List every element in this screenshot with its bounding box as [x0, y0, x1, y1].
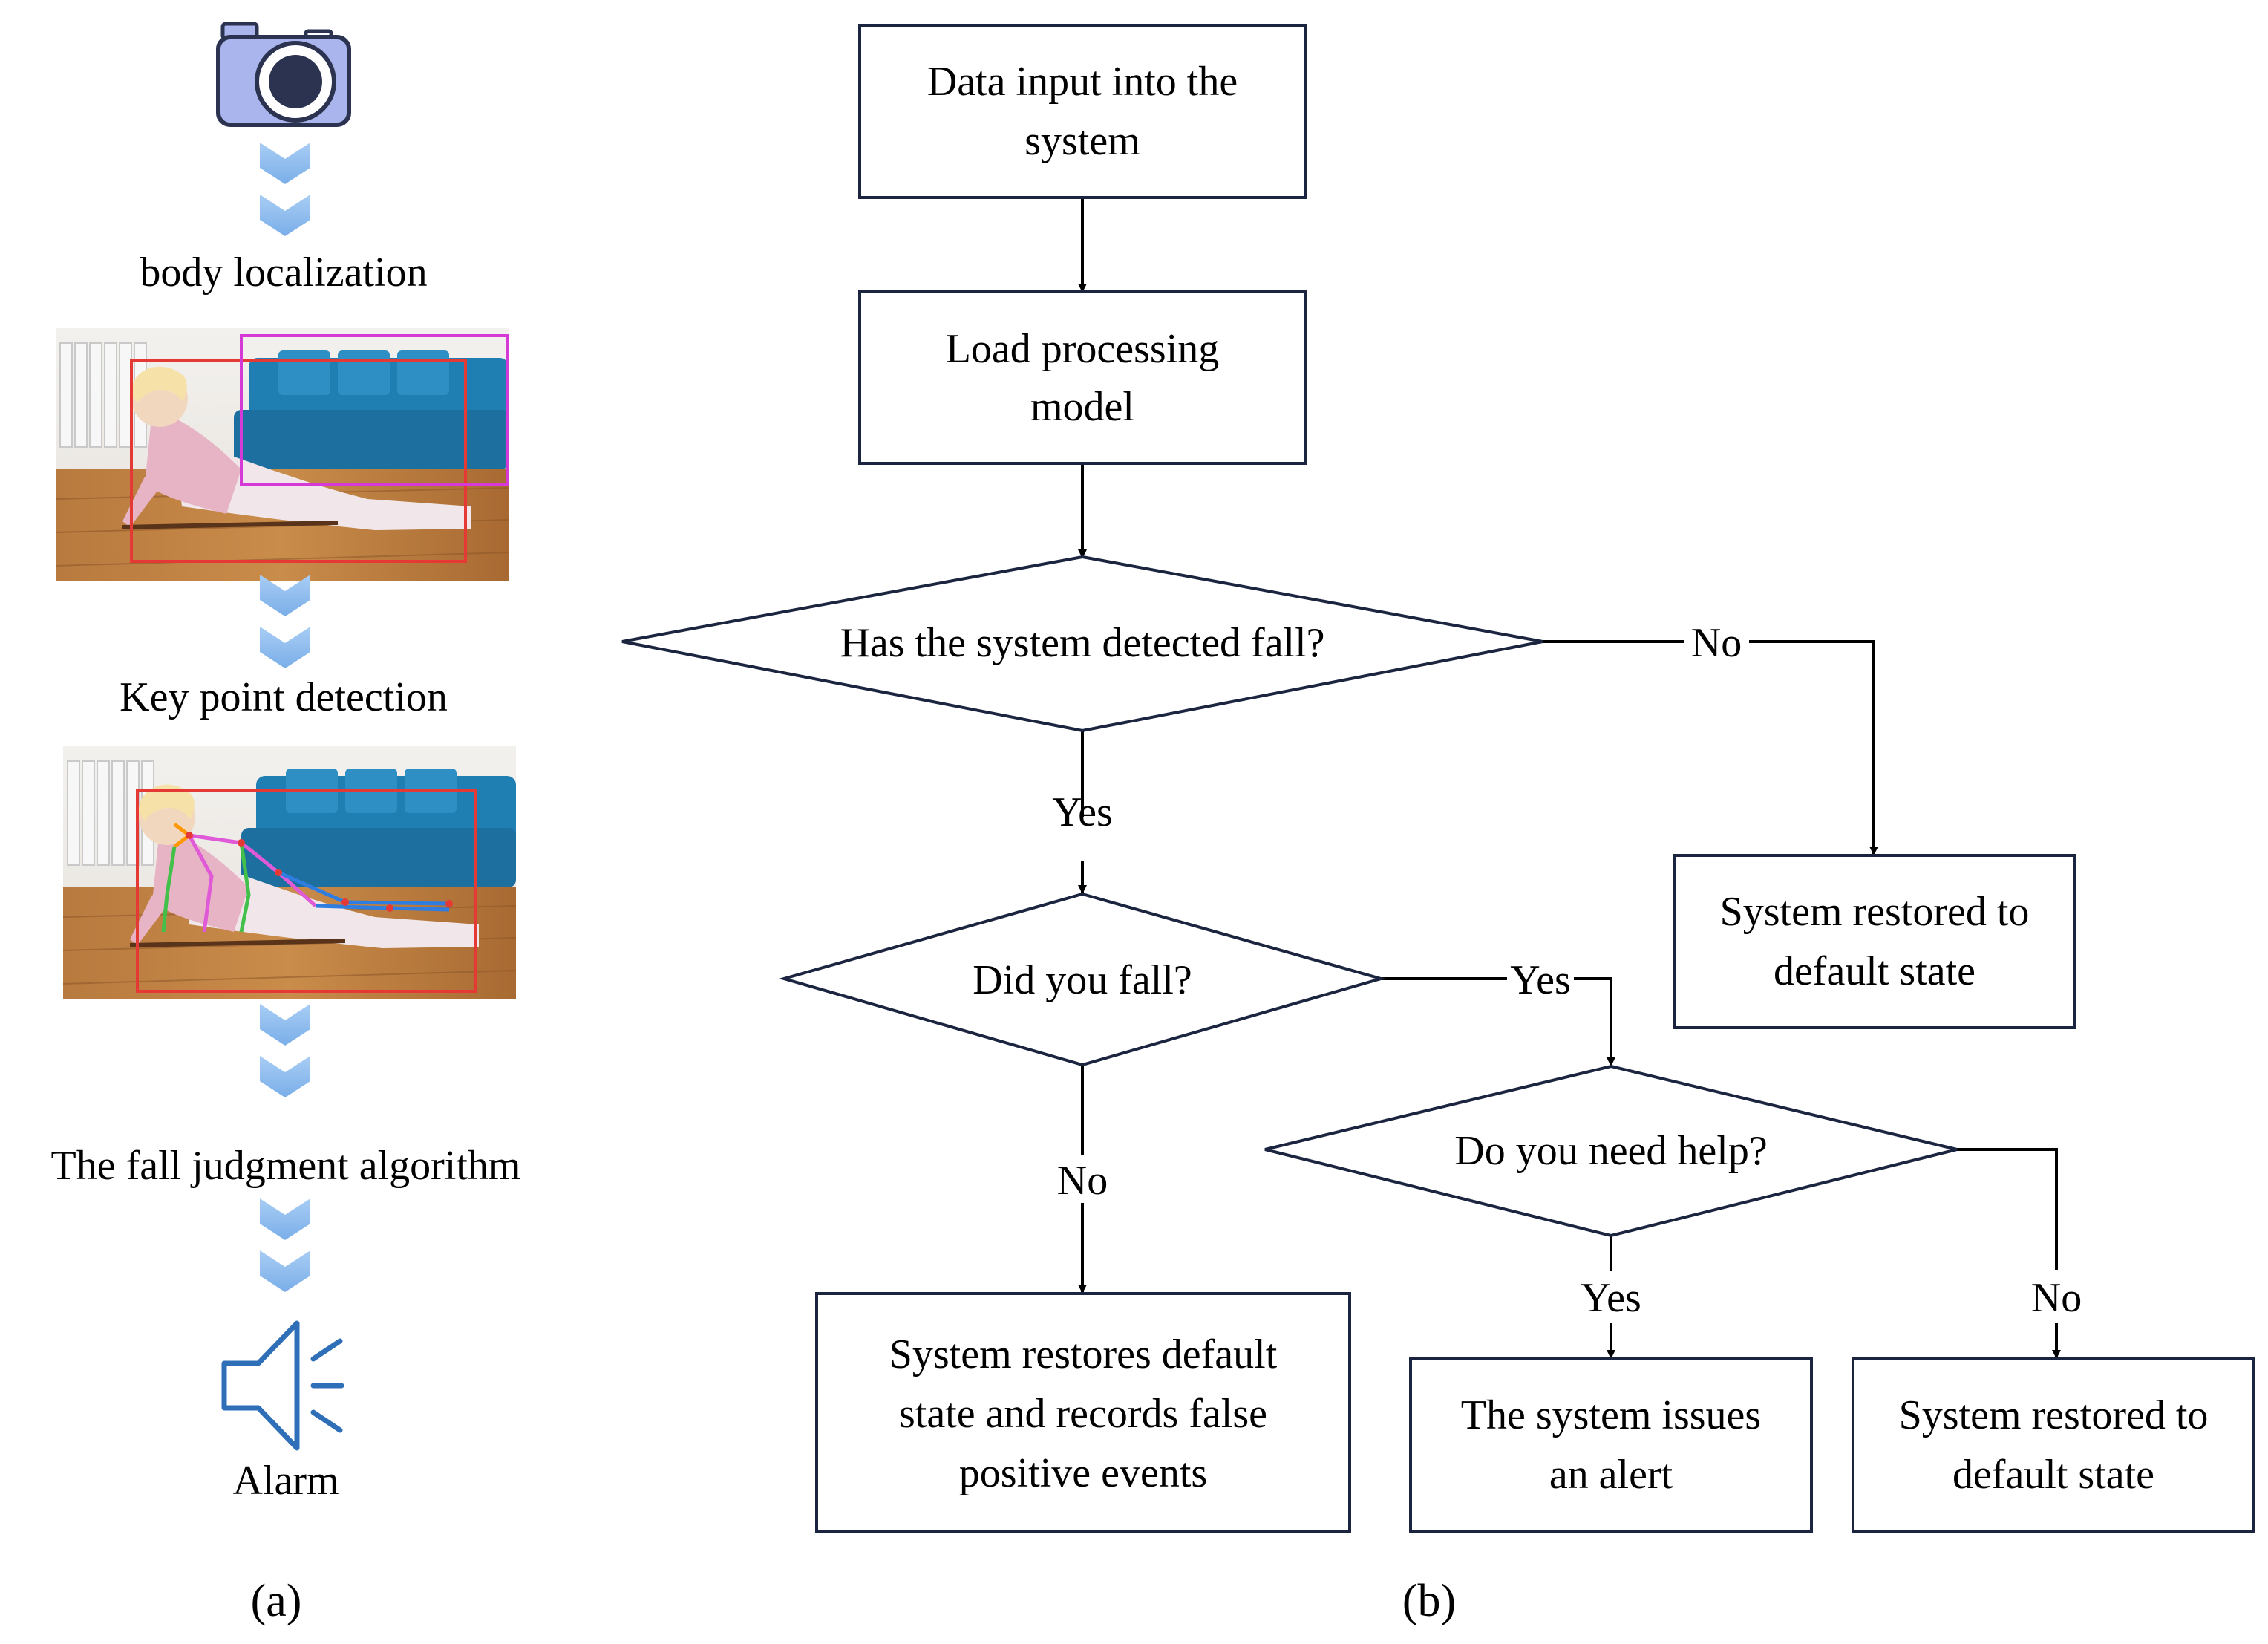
svg-text:system: system	[1024, 118, 1140, 164]
svg-text:positive events: positive events	[959, 1450, 1207, 1496]
node-restored-1: System restored to default state	[1673, 854, 2076, 1029]
svg-text:Do you need help?: Do you need help?	[1454, 1128, 1767, 1174]
chevron-down-icon	[260, 1004, 310, 1046]
speaker-icon	[221, 1320, 344, 1451]
panel-b-label: (b)	[1402, 1576, 1456, 1626]
svg-text:default state: default state	[1774, 948, 1975, 994]
svg-text:Did you fall?: Did you fall?	[973, 957, 1192, 1003]
node-restores-false-positive: System restores default state and record…	[815, 1292, 1351, 1533]
edge-label-help-no: No	[2031, 1275, 2082, 1321]
chevron-down-icon	[260, 627, 310, 668]
photo-body-localization	[56, 328, 509, 581]
step-body-localization: body localization	[140, 249, 427, 296]
step-key-point-detection: Key point detection	[120, 674, 448, 720]
edge-label-help-yes: Yes	[1581, 1275, 1641, 1321]
chevron-down-icon	[260, 1198, 310, 1240]
svg-text:System restores default: System restores default	[889, 1331, 1278, 1377]
svg-text:System restored to: System restored to	[1720, 889, 2030, 935]
svg-text:model: model	[1030, 384, 1134, 430]
panel-a: body localization Key point detection	[51, 22, 521, 1626]
edge-label-detected-yes: Yes	[1052, 789, 1112, 835]
edge-label-fall-yes: Yes	[1510, 957, 1570, 1003]
camera-icon	[216, 22, 351, 127]
bbox-person	[136, 789, 477, 993]
node-did-you-fall: Did you fall?	[778, 892, 1387, 1067]
connectors	[1078, 198, 2061, 1359]
edge-label-detected-no: No	[1691, 620, 1742, 666]
step-alarm: Alarm	[232, 1458, 339, 1504]
svg-text:default state: default state	[1952, 1452, 2154, 1498]
node-need-help: Do you need help?	[1264, 1064, 1958, 1238]
step-fall-judgment: The fall judgment algorithm	[51, 1143, 521, 1189]
node-issues-alert: The system issues an alert	[1409, 1357, 1813, 1533]
chevron-down-icon	[260, 575, 310, 616]
node-detected-fall: Has the system detected fall?	[621, 555, 1543, 733]
svg-text:The system issues: The system issues	[1461, 1392, 1761, 1438]
panel-a-label: (a)	[251, 1576, 302, 1626]
bbox-secondary	[240, 334, 509, 486]
edge-label-fall-no: No	[1057, 1158, 1108, 1204]
svg-text:System restored to: System restored to	[1899, 1392, 2209, 1438]
chevron-down-icon	[260, 1056, 310, 1097]
svg-text:Data input into the: Data input into the	[927, 59, 1238, 105]
bbox-person	[130, 359, 467, 563]
node-data-input: Data input into the system	[858, 24, 1307, 199]
chevron-down-icon	[260, 1250, 310, 1292]
svg-text:Has the system detected fall?: Has the system detected fall?	[840, 620, 1324, 666]
panel-b: Data input into the system Load processi…	[621, 24, 2255, 1626]
chevron-down-icon	[260, 143, 310, 184]
svg-text:state and records false: state and records false	[899, 1391, 1267, 1437]
chevron-down-icon	[260, 195, 310, 236]
photo-key-point-detection	[63, 746, 516, 999]
svg-text:Load processing: Load processing	[946, 326, 1220, 372]
svg-text:an alert: an alert	[1549, 1452, 1673, 1498]
node-restored-2: System restored to default state	[1852, 1357, 2255, 1533]
node-load-model: Load processing model	[858, 290, 1307, 465]
